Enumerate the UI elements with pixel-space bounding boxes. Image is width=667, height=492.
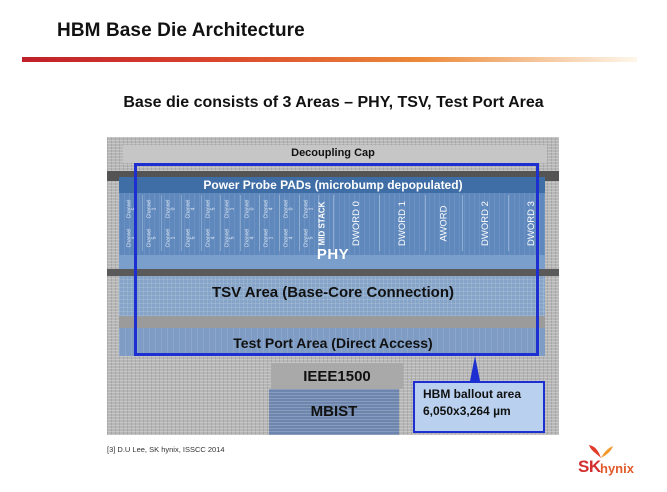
tsv-label: TSV Area (Base-Core Connection) [212,284,454,301]
mbist-label: MBIST [310,403,358,420]
dword-column: DWORD 0 [333,195,379,251]
die-edge-band-middle [107,269,559,276]
test-port-label: Test Port Area (Direct Access) [233,335,433,351]
decoupling-cap-area [123,145,547,163]
title-divider [22,57,637,62]
power-probe-pads-area [119,177,545,193]
power-probe-label: Power Probe PADs (microbump depopulated) [203,178,463,192]
dword-column: DWORD 1 [378,195,425,251]
sk-hynix-logo: SK hynix [578,443,648,479]
ballout-pointer-arrow [470,356,480,381]
ieee1500-label: IEEE1500 [303,368,371,385]
ballout-callout: HBM ballout area 6,050x3,264 µm [413,381,545,433]
ballout-area-outline [134,163,539,356]
slide-subtitle: Base die consists of 3 Areas – PHY, TSV,… [123,94,544,111]
ieee1500-block [271,363,403,389]
dword-column: DWORD 2 [461,195,508,251]
logo-sk-text: SK [578,457,601,476]
mbist-block [269,389,399,435]
die-edge-band-top [107,171,559,181]
aword-column: AWORD [424,195,462,251]
phy-label: PHY [316,246,350,263]
dword-row: DWORD 0 DWORD 1 AWORD DWORD 2 DWORD 3 [333,195,541,251]
tsv-test-gap [119,316,545,328]
dword-column: DWORD 3 [507,195,554,251]
ballout-dimensions: 6,050x3,264 µm [423,404,511,418]
decoupling-cap-label: Decoupling Cap [291,147,375,159]
test-port-area [119,328,545,356]
tsv-area [119,276,545,316]
ballout-title: HBM ballout area [423,387,522,401]
logo-hynix-text: hynix [600,461,634,476]
citation: [3] D.U Lee, SK hynix, ISSCC 2014 [107,445,225,454]
slide-title: HBM Base Die Architecture [57,20,305,41]
logo-butterfly-icon [589,445,613,458]
phy-bottom-strip [119,255,545,269]
